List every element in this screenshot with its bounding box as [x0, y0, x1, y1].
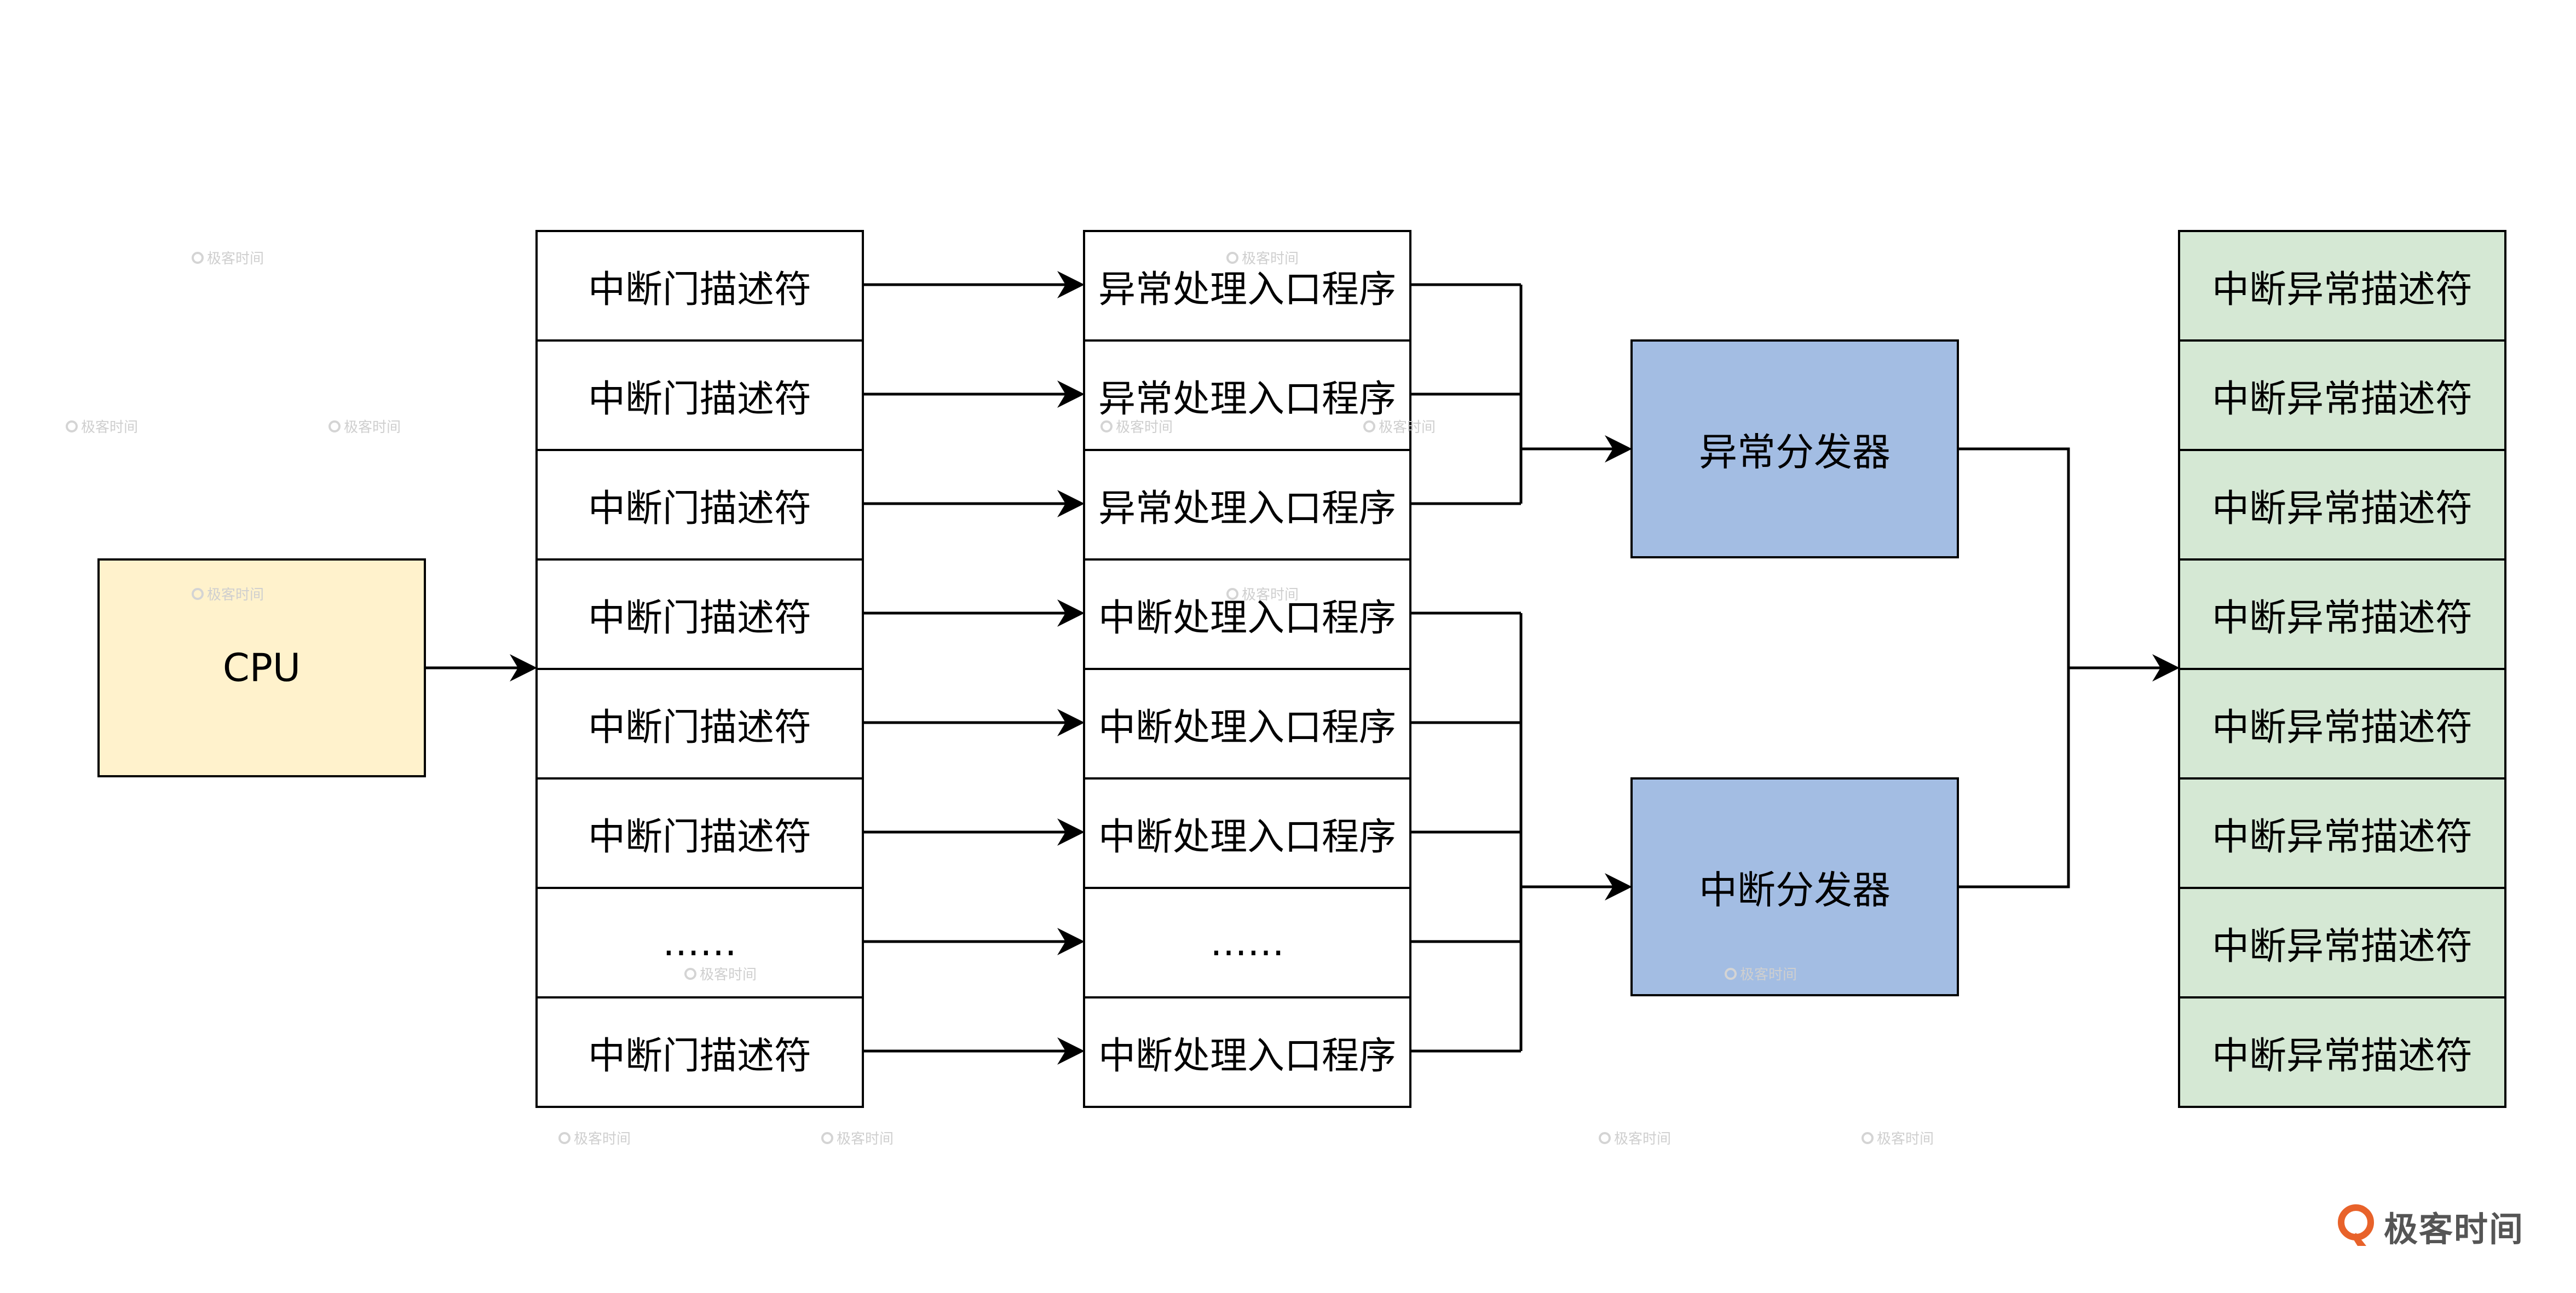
watermark-icon [329, 420, 341, 432]
watermark-icon [1862, 1132, 1874, 1144]
watermark-icon [192, 251, 204, 264]
gate-descriptor-cell-label: 中断门描述符 [587, 487, 811, 530]
interrupt-exception-descriptor-cell-label: 中断异常描述符 [2211, 377, 2473, 421]
brand-logo-icon [2338, 1204, 2374, 1246]
gate-descriptor-cell-label: …… [662, 921, 737, 965]
interrupt-dispatcher: 中断分发器 [1630, 777, 1959, 996]
watermark-icon [1226, 251, 1238, 264]
handler-entry-cell-label: 中断处理入口程序 [1098, 815, 1396, 859]
interrupt-exception-descriptor-cell: 中断异常描述符 [2178, 449, 2506, 561]
interrupt-exception-descriptor-cell: 中断异常描述符 [2178, 996, 2506, 1108]
watermark: 极客时间 [1226, 247, 1299, 268]
handler-entry-cell-label: 中断处理入口程序 [1098, 706, 1396, 749]
interrupt-exception-descriptor-cell: 中断异常描述符 [2178, 230, 2506, 342]
gate-descriptor-cell: 中断门描述符 [535, 996, 864, 1108]
gate-descriptor-cell: 中断门描述符 [535, 230, 864, 342]
watermark: 极客时间 [558, 1128, 631, 1148]
watermark-icon [684, 967, 696, 980]
handler-entry-cell-label: 中断处理入口程序 [1098, 596, 1396, 640]
handler-entry-cell-label: 异常处理入口程序 [1098, 487, 1396, 530]
handler-entry-cell-label: 异常处理入口程序 [1098, 268, 1396, 311]
watermark-icon [558, 1132, 570, 1144]
interrupt-exception-descriptor-cell-label: 中断异常描述符 [2211, 1034, 2473, 1078]
watermark: 极客时间 [329, 416, 401, 436]
watermark: 极客时间 [192, 247, 264, 268]
watermark-icon [1226, 587, 1238, 600]
watermark-icon [1725, 967, 1737, 980]
handler-entry-cell: 中断处理入口程序 [1083, 777, 1411, 889]
interrupt-dispatcher-label: 中断分发器 [1699, 867, 1891, 913]
watermark-icon [1100, 420, 1113, 432]
interrupt-exception-descriptor-cell: 中断异常描述符 [2178, 887, 2506, 998]
gate-descriptor-cell: 中断门描述符 [535, 558, 864, 670]
brand-logo: 极客时间 [2338, 1202, 2524, 1251]
watermark: 极客时间 [1100, 416, 1173, 436]
interrupt-exception-descriptor-cell-label: 中断异常描述符 [2211, 925, 2473, 968]
watermark: 极客时间 [192, 584, 264, 604]
gate-descriptor-cell: 中断门描述符 [535, 668, 864, 780]
handler-entry-column: 异常处理入口程序异常处理入口程序异常处理入口程序中断处理入口程序中断处理入口程序… [1083, 230, 1411, 1108]
watermark-icon [1363, 420, 1375, 432]
watermark-icon [1599, 1132, 1611, 1144]
watermark: 极客时间 [66, 416, 138, 436]
watermark-icon [66, 420, 78, 432]
exception-dispatcher-label: 异常分发器 [1699, 429, 1891, 475]
gate-descriptor-cell-label: 中断门描述符 [587, 596, 811, 640]
handler-entry-cell: …… [1083, 887, 1411, 998]
dispatcher-merge-wire [1959, 447, 2070, 888]
handler-entry-cell: 异常处理入口程序 [1083, 449, 1411, 561]
gate-descriptor-column: 中断门描述符中断门描述符中断门描述符中断门描述符中断门描述符中断门描述符 …… 中断… [535, 230, 864, 1108]
watermark: 极客时间 [821, 1128, 894, 1148]
handler-entry-cell: 异常处理入口程序 [1083, 339, 1411, 451]
handler-entry-cell: 中断处理入口程序 [1083, 996, 1411, 1108]
handler-entry-cell-label: 中断处理入口程序 [1098, 1034, 1396, 1078]
watermark: 极客时间 [1862, 1128, 1934, 1148]
interrupt-exception-descriptor-cell: 中断异常描述符 [2178, 777, 2506, 889]
handler-entry-cell: 中断处理入口程序 [1083, 668, 1411, 780]
watermark: 极客时间 [1363, 416, 1436, 436]
handler-entry-cell-label: 异常处理入口程序 [1098, 377, 1396, 421]
gate-descriptor-cell-label: 中断门描述符 [587, 268, 811, 311]
interrupt-exception-descriptor-column: 中断异常描述符中断异常描述符中断异常描述符中断异常描述符中断异常描述符中断异常描… [2178, 230, 2506, 1108]
handler-entry-cell: 中断处理入口程序 [1083, 558, 1411, 670]
watermark-icon [192, 587, 204, 600]
handler-entry-cell-label: …… [1210, 921, 1284, 965]
cpu-label: CPU [222, 645, 301, 690]
gate-descriptor-cell: 中断门描述符 [535, 339, 864, 451]
interrupt-exception-descriptor-cell: 中断异常描述符 [2178, 668, 2506, 780]
gate-descriptor-cell-label: 中断门描述符 [587, 706, 811, 749]
interrupt-exception-descriptor-cell-label: 中断异常描述符 [2211, 706, 2473, 749]
gate-descriptor-cell: 中断门描述符 [535, 777, 864, 889]
gate-descriptor-cell-label: 中断门描述符 [587, 377, 811, 421]
interrupt-exception-descriptor-cell-label: 中断异常描述符 [2211, 596, 2473, 640]
watermark: 极客时间 [1599, 1128, 1671, 1148]
gate-descriptor-cell-label: 中断门描述符 [587, 1034, 811, 1078]
interrupt-exception-descriptor-cell-label: 中断异常描述符 [2211, 815, 2473, 859]
handler-entry-cell: 异常处理入口程序 [1083, 230, 1411, 342]
watermark: 极客时间 [1725, 963, 1797, 984]
interrupt-exception-descriptor-cell-label: 中断异常描述符 [2211, 487, 2473, 530]
interrupt-exception-descriptor-cell-label: 中断异常描述符 [2211, 268, 2473, 311]
gate-descriptor-cell: …… [535, 887, 864, 998]
gate-descriptor-cell-label: 中断门描述符 [587, 815, 811, 859]
brand-name: 极客时间 [2384, 1209, 2525, 1249]
watermark: 极客时间 [684, 963, 757, 984]
cpu-box: CPU [97, 558, 426, 777]
interrupt-exception-descriptor-cell: 中断异常描述符 [2178, 339, 2506, 451]
exception-dispatcher: 异常分发器 [1630, 339, 1959, 558]
interrupt-exception-descriptor-cell: 中断异常描述符 [2178, 558, 2506, 670]
gate-descriptor-cell: 中断门描述符 [535, 449, 864, 561]
watermark-icon [821, 1132, 833, 1144]
watermark: 极客时间 [1226, 584, 1299, 604]
